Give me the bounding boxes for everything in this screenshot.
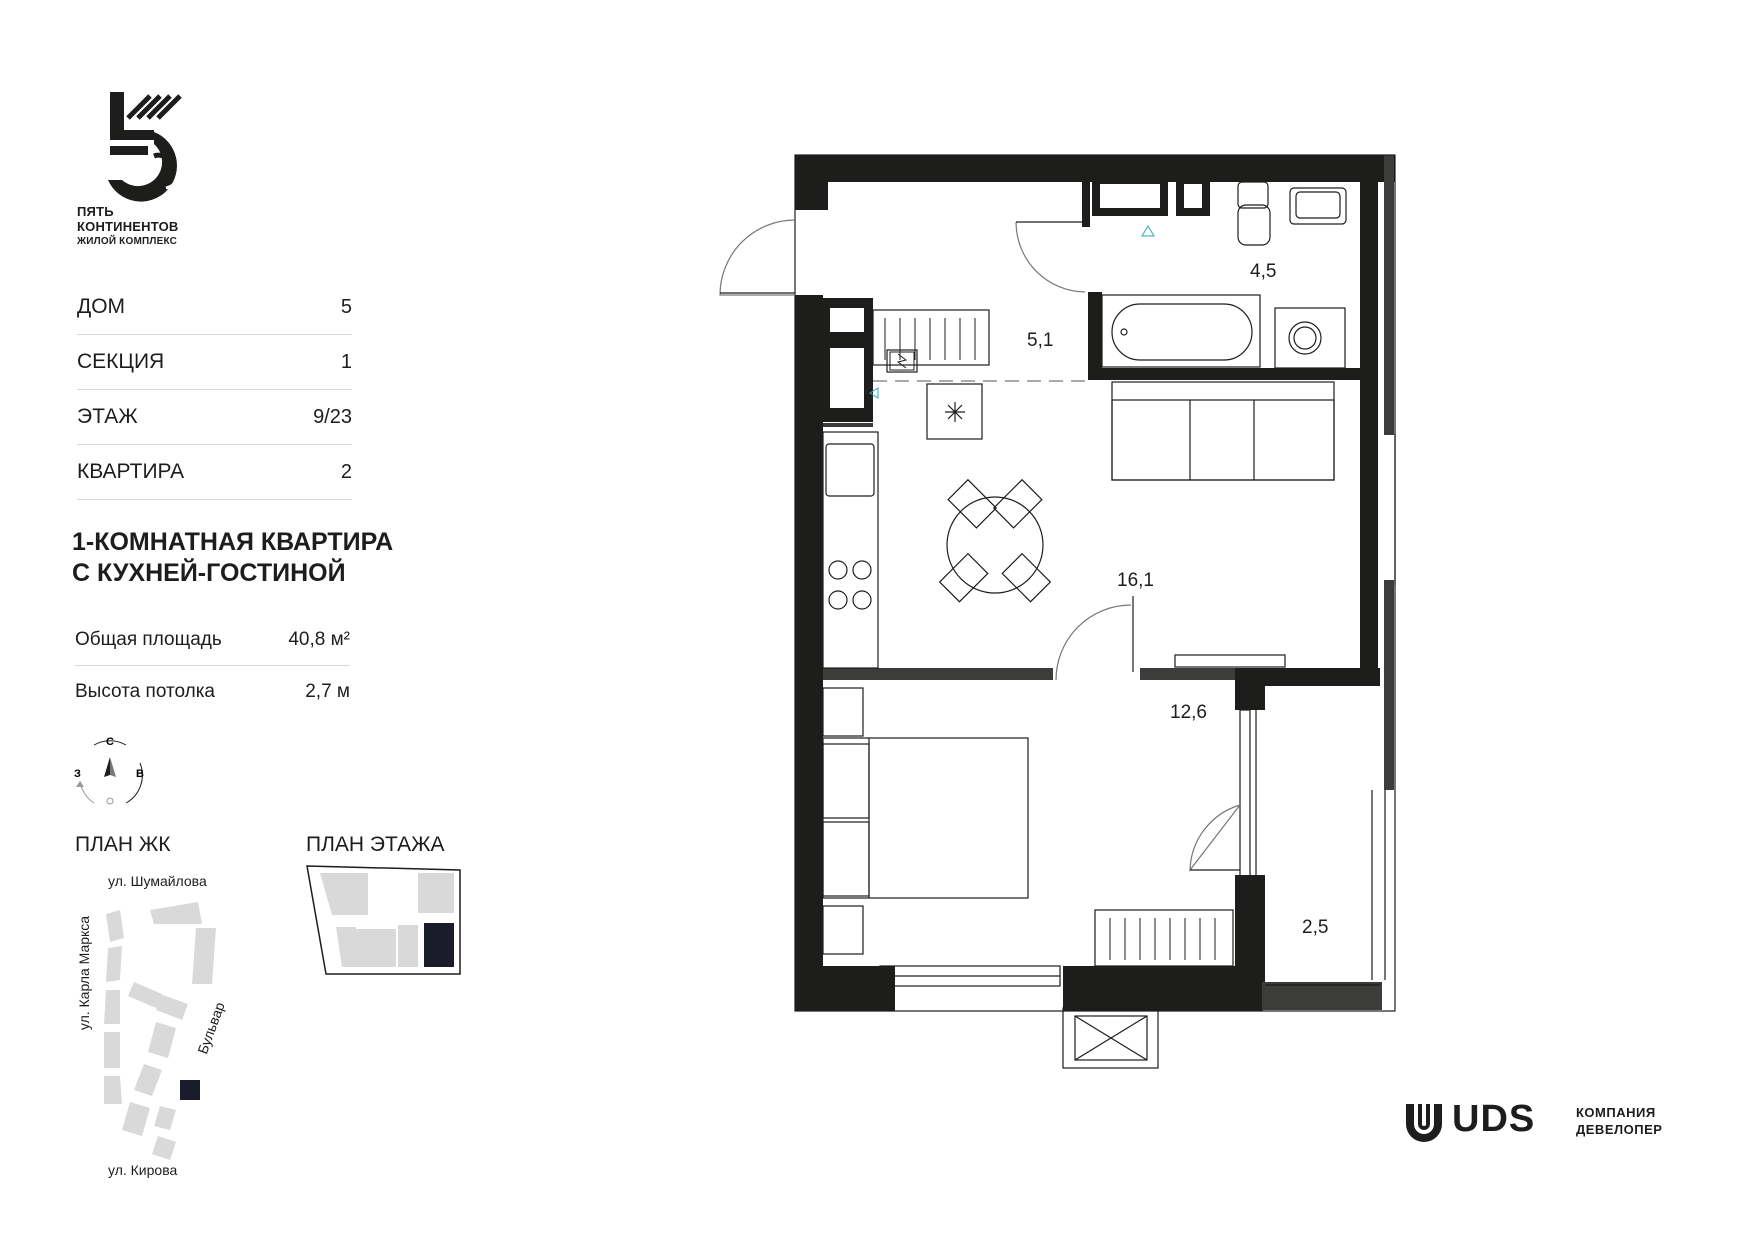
complex-logo-text: ПЯТЬ КОНТИНЕНТОВ ЖИЛОЙ КОМПЛЕКС (77, 204, 178, 249)
info-value: 1 (340, 350, 352, 373)
room-area-kitchen-living: 16,1 (1117, 570, 1154, 591)
info-value: 9/23 (313, 405, 352, 428)
developer-name: UDS (1452, 1098, 1536, 1140)
room-area-bathroom: 4,5 (1250, 261, 1277, 282)
info-value: 2 (340, 460, 352, 483)
param-ceiling: Высота потолка 2,7 м (75, 666, 350, 717)
param-label: Высота потолка (75, 680, 215, 702)
complex-logo-icon (108, 92, 182, 202)
room-area-balcony: 2,5 (1302, 917, 1329, 938)
apartment-title: 1-КОМНАТНАЯ КВАРТИРА С КУХНЕЙ-ГОСТИНОЙ (72, 527, 492, 589)
developer-sub-line-2: ДЕВЕЛОПЕР (1576, 1122, 1663, 1137)
floor-plan-title: ПЛАН ЭТАЖА (306, 833, 445, 856)
electrical-panel-icon (889, 351, 915, 371)
info-label: СЕКЦИЯ (77, 350, 165, 373)
site-plan-map (104, 902, 216, 1160)
street-top-label: ул. Шумайлова (108, 873, 207, 889)
vent-icon (945, 402, 965, 422)
info-row-floor: ЭТАЖ 9/23 (77, 390, 352, 445)
info-label: ЭТАЖ (77, 405, 138, 428)
street-bottom-label: ул. Кирова (108, 1162, 178, 1178)
sensor-marker-icon (869, 225, 1155, 399)
room-area-hall: 5,1 (1027, 330, 1054, 351)
info-label: ДОМ (77, 295, 126, 318)
info-label: КВАРТИРА (77, 460, 185, 483)
logo-line-2: КОНТИНЕНТОВ (77, 219, 179, 234)
logo-line-3: ЖИЛОЙ КОМПЛЕКС (77, 236, 178, 247)
param-value: 2,7 м (305, 680, 350, 702)
apartment-title-line-1: 1-КОМНАТНАЯ КВАРТИРА (72, 528, 394, 556)
apartment-info-table: ДОМ 5 СЕКЦИЯ 1 ЭТАЖ 9/23 КВАРТИРА 2 (77, 280, 352, 500)
apartment-params: Общая площадь 40,8 м² Высота потолка 2,7… (75, 614, 350, 717)
developer-subtitle: КОМПАНИЯ ДЕВЕЛОПЕР (1576, 1104, 1662, 1138)
building-highlight (180, 1080, 200, 1100)
section-highlight (424, 923, 454, 967)
info-value: 5 (340, 295, 352, 318)
apartment-title-line-2: С КУХНЕЙ-ГОСТИНОЙ (72, 559, 346, 587)
compass-icon: С З В (74, 736, 144, 805)
info-row-apartment: КВАРТИРА 2 (77, 445, 352, 500)
room-area-bedroom: 12,6 (1170, 702, 1207, 723)
site-plan-title: ПЛАН ЖК (75, 833, 171, 856)
compass-east: В (136, 768, 144, 780)
param-total-area: Общая площадь 40,8 м² (75, 614, 350, 666)
info-row-section: СЕКЦИЯ 1 (77, 335, 352, 390)
developer-sub-line-1: КОМПАНИЯ (1576, 1105, 1656, 1120)
apartment-floor-plan (719, 154, 1396, 1069)
info-row-house: ДОМ 5 (77, 280, 352, 335)
compass-west: З (74, 768, 81, 780)
logo-line-1: ПЯТЬ (77, 204, 114, 219)
compass-north: С (106, 736, 114, 748)
param-value: 40,8 м² (288, 628, 350, 650)
param-label: Общая площадь (75, 628, 222, 650)
uds-logo-icon (1406, 1104, 1442, 1142)
floor-plan-mini (306, 865, 461, 975)
